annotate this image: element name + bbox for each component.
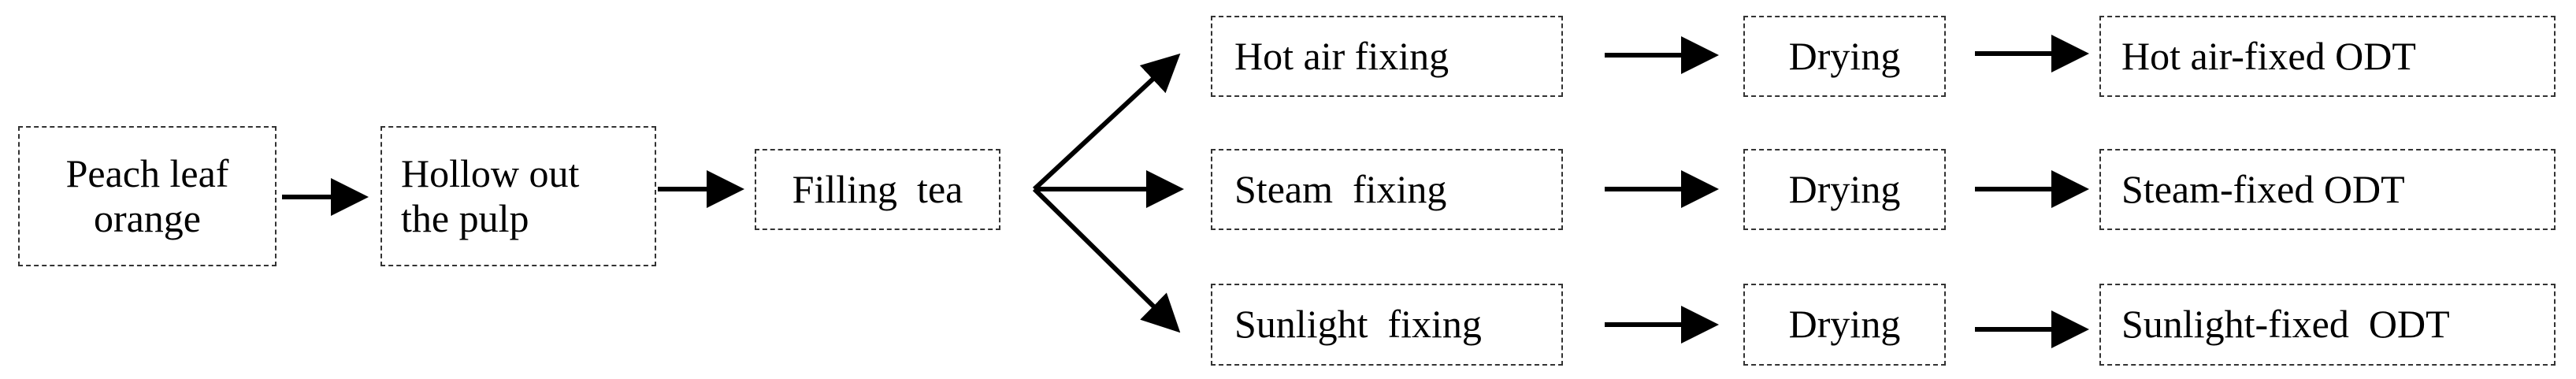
node-label: Drying [1788, 166, 1901, 211]
node-sunlight-fixing: Sunlight fixing [1211, 284, 1563, 366]
node-label: Steam fixing [1234, 166, 1447, 211]
node-label: Peach leaf orange [65, 150, 229, 241]
node-hot-air-fixed-odt: Hot air-fixed ODT [2099, 16, 2556, 97]
node-sunlight-fixed-odt: Sunlight-fixed ODT [2099, 284, 2556, 366]
node-steam-fixed-odt: Steam-fixed ODT [2099, 149, 2556, 230]
node-label: Sunlight-fixed ODT [2121, 302, 2450, 347]
arrow-filling-to-hot-air [1032, 53, 1181, 191]
node-label: Steam-fixed ODT [2121, 166, 2405, 211]
node-filling-tea: Filling tea [755, 149, 1000, 230]
arrow-filling-to-sunlight [1032, 187, 1181, 333]
node-label: Hollow out the pulp [401, 150, 580, 241]
node-label: Hot air-fixed ODT [2121, 33, 2416, 78]
node-label: Hot air fixing [1234, 33, 1449, 78]
node-peach-leaf-orange: Peach leaf orange [18, 126, 277, 266]
node-drying-1: Drying [1743, 16, 1946, 97]
node-steam-fixing: Steam fixing [1211, 149, 1563, 230]
node-label: Sunlight fixing [1234, 302, 1482, 347]
node-label: Drying [1788, 33, 1901, 78]
node-label: Drying [1788, 302, 1901, 347]
node-drying-2: Drying [1743, 149, 1946, 230]
node-hot-air-fixing: Hot air fixing [1211, 16, 1563, 97]
node-hollow-out-pulp: Hollow out the pulp [380, 126, 656, 266]
node-drying-3: Drying [1743, 284, 1946, 366]
node-label: Filling tea [792, 166, 963, 211]
